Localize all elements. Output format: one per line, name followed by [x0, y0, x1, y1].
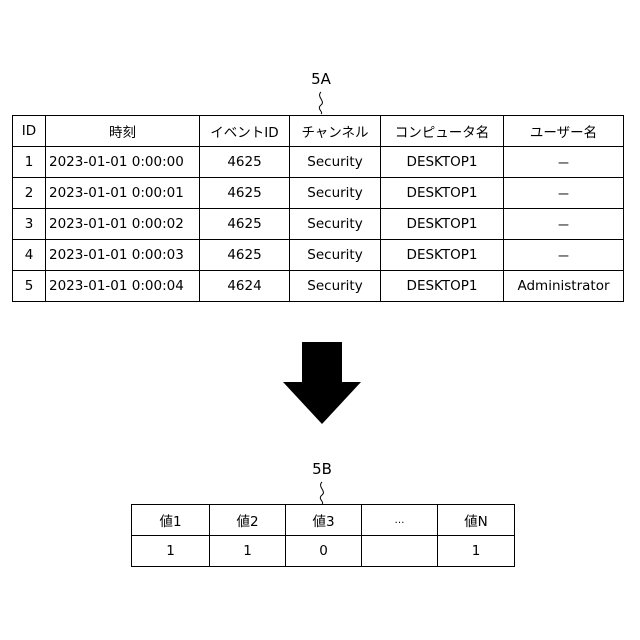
table-b-leader-line [316, 481, 328, 505]
cell-id: 4 [13, 240, 46, 271]
cell-time: 2023-01-01 0:00:01 [46, 178, 200, 209]
cell-channel: Security [290, 240, 381, 271]
column-header-time: 時刻 [46, 116, 200, 147]
cell-computer-name: DESKTOP1 [381, 178, 504, 209]
column-header-ellipsis: … [362, 505, 438, 536]
table-b-label: 5B [302, 460, 342, 478]
cell-id: 5 [13, 271, 46, 302]
table-row: 1 2023-01-01 0:00:00 4625 Security DESKT… [13, 147, 624, 178]
cell-id: 2 [13, 178, 46, 209]
cell-id: 1 [13, 147, 46, 178]
cell-channel: Security [290, 147, 381, 178]
cell-computer-name: DESKTOP1 [381, 240, 504, 271]
vector-values-row: 1 1 0 1 [132, 536, 515, 567]
cell-time: 2023-01-01 0:00:00 [46, 147, 200, 178]
cell-value-2: 1 [210, 536, 286, 567]
vector-header-row: 値1 値2 値3 … 値N [132, 505, 515, 536]
column-header-id: ID [13, 116, 46, 147]
table-header-row: ID 時刻 イベントID チャンネル コンピュータ名 ユーザー名 [13, 116, 624, 147]
cell-channel: Security [290, 178, 381, 209]
cell-event-id: 4624 [200, 271, 290, 302]
feature-vector-table: 値1 値2 値3 … 値N 1 1 0 1 [131, 504, 515, 567]
cell-value-3: 0 [286, 536, 362, 567]
table-row: 4 2023-01-01 0:00:03 4625 Security DESKT… [13, 240, 624, 271]
cell-time: 2023-01-01 0:00:03 [46, 240, 200, 271]
cell-event-id: 4625 [200, 240, 290, 271]
cell-channel: Security [290, 271, 381, 302]
column-header-value-2: 値2 [210, 505, 286, 536]
column-header-event-id: イベントID [200, 116, 290, 147]
cell-time: 2023-01-01 0:00:02 [46, 209, 200, 240]
down-arrow-icon [283, 342, 361, 424]
cell-value-n: 1 [438, 536, 515, 567]
cell-computer-name: DESKTOP1 [381, 209, 504, 240]
column-header-channel: チャンネル [290, 116, 381, 147]
column-header-value-3: 値3 [286, 505, 362, 536]
column-header-computer-name: コンピュータ名 [381, 116, 504, 147]
cell-user-name: － [504, 147, 624, 178]
table-row: 3 2023-01-01 0:00:02 4625 Security DESKT… [13, 209, 624, 240]
cell-time: 2023-01-01 0:00:04 [46, 271, 200, 302]
cell-user-name: － [504, 209, 624, 240]
cell-computer-name: DESKTOP1 [381, 147, 504, 178]
cell-event-id: 4625 [200, 178, 290, 209]
cell-user-name: － [504, 240, 624, 271]
cell-value-ellipsis [362, 536, 438, 567]
table-a-leader-line [315, 91, 327, 115]
column-header-value-1: 値1 [132, 505, 210, 536]
table-row: 2 2023-01-01 0:00:01 4625 Security DESKT… [13, 178, 624, 209]
table-a-label: 5A [301, 70, 341, 88]
cell-event-id: 4625 [200, 147, 290, 178]
cell-channel: Security [290, 209, 381, 240]
cell-user-name: － [504, 178, 624, 209]
cell-id: 3 [13, 209, 46, 240]
cell-computer-name: DESKTOP1 [381, 271, 504, 302]
cell-event-id: 4625 [200, 209, 290, 240]
table-row: 5 2023-01-01 0:00:04 4624 Security DESKT… [13, 271, 624, 302]
event-log-table: ID 時刻 イベントID チャンネル コンピュータ名 ユーザー名 1 2023-… [12, 115, 624, 302]
cell-value-1: 1 [132, 536, 210, 567]
column-header-value-n: 値N [438, 505, 515, 536]
column-header-user-name: ユーザー名 [504, 116, 624, 147]
cell-user-name: Administrator [504, 271, 624, 302]
